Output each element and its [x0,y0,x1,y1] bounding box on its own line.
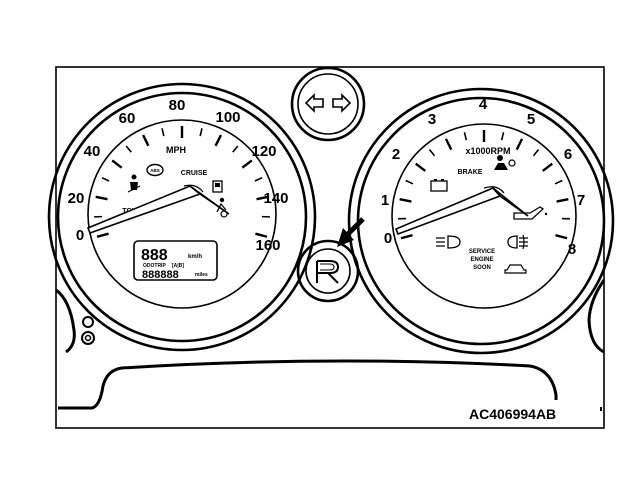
service-engine-soon-line-2: ENGINE [470,257,493,263]
rpm-label-3: 3 [428,111,436,128]
speed-label-100: 100 [215,109,240,126]
speed-label-120: 120 [251,143,276,160]
rpm-label-0: 0 [384,230,392,247]
rpm-unit-label: x1000RPM [465,146,510,156]
lcd-odometer-unit: miles [195,272,208,278]
odometer-display: 888 km/h ODOTRIP [A|B] 888888 miles [134,241,217,281]
rpm-label-4: 4 [479,96,488,113]
service-engine-soon-line-1: SERVICE [469,249,495,255]
service-engine-soon-line-3: SOON [473,265,491,271]
rpm-label-8: 8 [568,241,576,258]
rpm-label-6: 6 [564,146,572,163]
rpm-label-5: 5 [527,111,535,128]
abs-warning-label: ABS [150,168,160,173]
speed-label-0: 0 [76,227,84,244]
figure-id-label: AC406994AB [469,406,556,422]
rpm-label-1: 1 [381,192,389,209]
speed-unit-label: MPH [166,145,186,155]
speed-label-20: 20 [68,190,85,207]
speed-label-40: 40 [84,143,101,160]
cruise-indicator-label: CRUISE [181,170,208,177]
rpm-label-7: 7 [577,192,585,209]
lcd-speed-unit: km/h [188,254,202,260]
frame-mark [600,407,602,411]
speed-label-160: 160 [255,237,280,254]
speed-label-60: 60 [119,110,136,127]
brake-warning-label: BRAKE [458,169,483,176]
lcd-odometer-digits: 888888 [142,269,179,281]
lcd-speed-digits: 888 [141,247,168,264]
rpm-label-2: 2 [392,146,400,163]
speed-label-140: 140 [263,190,288,207]
speed-label-80: 80 [169,97,186,114]
